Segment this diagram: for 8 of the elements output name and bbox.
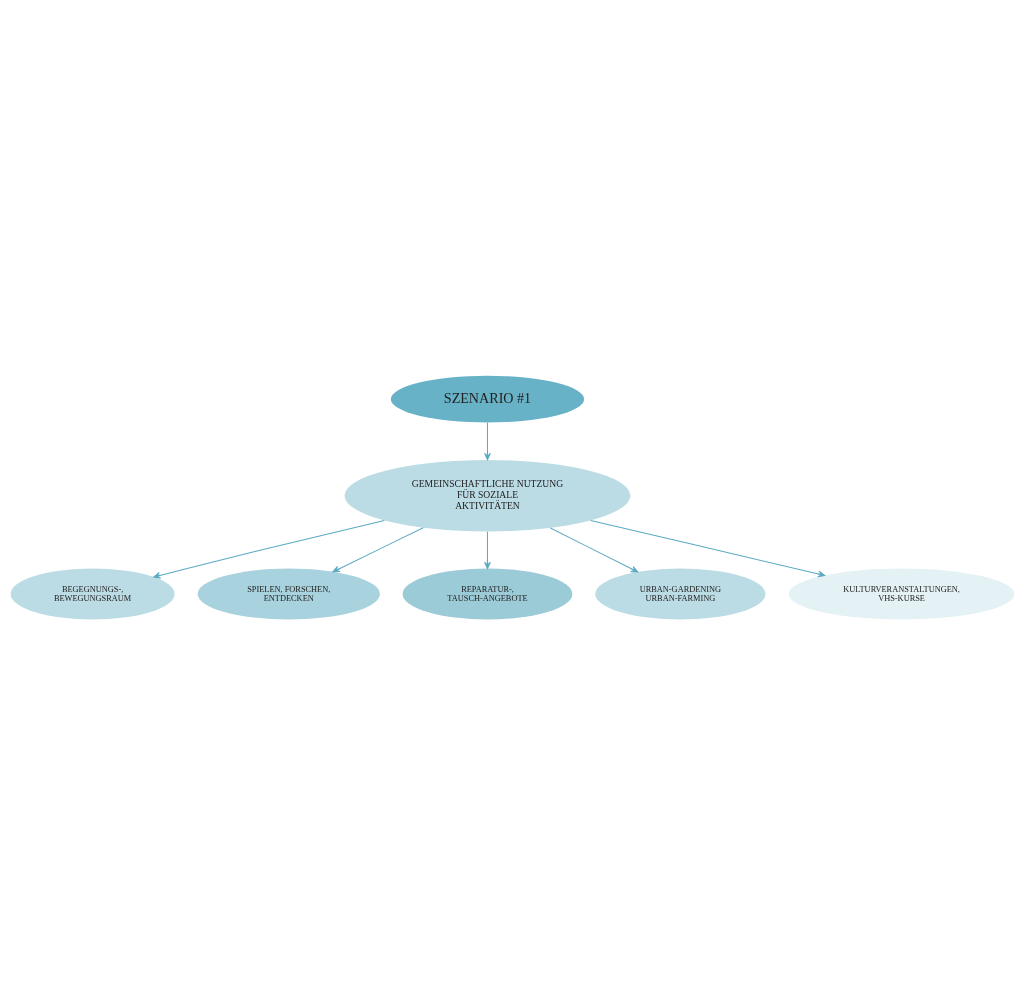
arrow: [590, 520, 826, 578]
arrow: [484, 531, 491, 570]
node-ellipse: GEMEINSCHAFTLICHE NUTZUNG FÜR SOZIALE AKTIVITÄTEN: [344, 459, 631, 532]
arrow: [153, 519, 385, 579]
node-ellipse: SZENARIO #1: [390, 375, 585, 423]
arrow: [332, 527, 424, 573]
arrow: [549, 527, 639, 573]
arrow: [484, 422, 491, 461]
